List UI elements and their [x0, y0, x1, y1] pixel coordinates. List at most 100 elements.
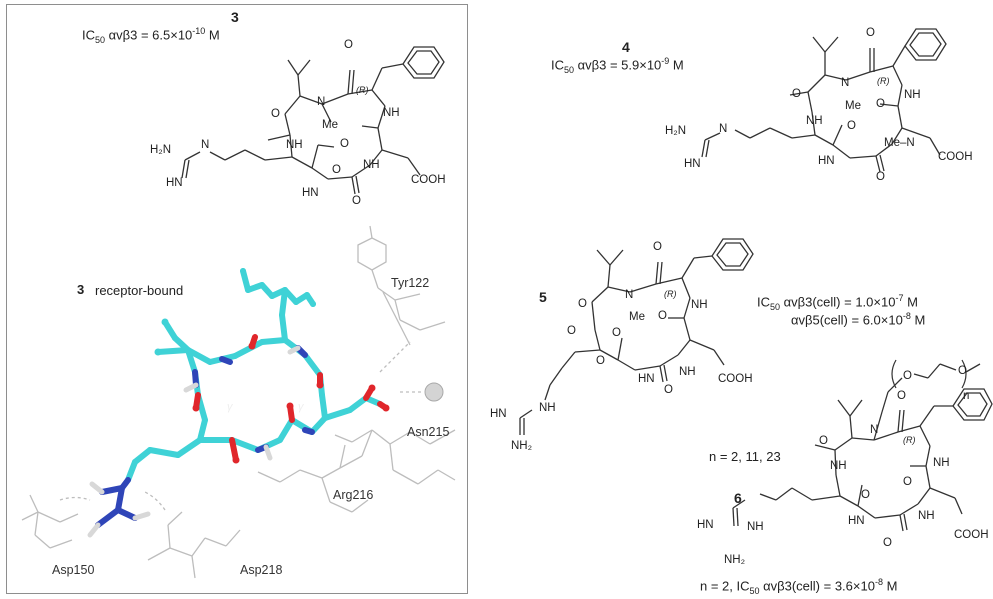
gamma-turn-left: γ — [227, 401, 233, 413]
c4-atom-nh-left: NH — [806, 115, 823, 127]
c5-guanidine-nh: NH — [539, 402, 556, 414]
c3-hn-lower: HN — [302, 187, 319, 199]
receptor-residues — [21, 225, 456, 579]
receptor-panel-frame — [6, 4, 468, 594]
compound-5-ic50-avb3: IC50 αvβ3(cell) = 1.0×10-7 M — [757, 293, 918, 312]
c5-atom-o-mid: O — [612, 327, 621, 339]
c3-atom-o-left: O — [271, 108, 280, 120]
c4-atom-nh-right: NH — [904, 89, 921, 101]
c3-atom-nh-right: NH — [383, 107, 400, 119]
c6-nh2: NH₂ — [724, 554, 746, 566]
c6-hn-guanidine: HN — [697, 519, 714, 531]
compound-4-number: 4 — [622, 39, 630, 55]
c4-h2n: H₂N — [665, 125, 687, 137]
c5-atom-o-center: O — [658, 310, 667, 322]
ligand-atom-balls — [154, 268, 390, 464]
c5-atom-n-methyl: N — [625, 289, 634, 301]
c5-atom-o-ester: O — [567, 325, 576, 337]
c3-hn: HN — [166, 177, 183, 189]
c4-atom-n-methyl: N — [841, 77, 850, 89]
c5-atom-me: Me — [629, 311, 645, 323]
compound-3-phenyl — [402, 46, 445, 79]
c4-atom-o-bottom: O — [876, 171, 885, 183]
c6-atom-nh-lower: NH — [918, 510, 935, 522]
compound-6-phenyl — [952, 388, 993, 421]
compound-6-number: 6 — [734, 490, 742, 506]
c6-peg-n: n — [963, 390, 970, 402]
compound-6-structure — [732, 363, 981, 532]
c6-peg-o2: O — [958, 365, 967, 377]
c3-atom-n-methyl: N — [317, 96, 326, 108]
c3-atom-o-top: O — [344, 39, 353, 51]
c4-hn-lower: HN — [818, 155, 835, 167]
c6-peg-o1: O — [903, 370, 912, 382]
compound-4-structure — [701, 36, 941, 173]
c4-guanidine-n: N — [719, 123, 728, 135]
metal-ion — [424, 382, 444, 402]
compound-4-ic50: IC50 αvβ3 = 5.9×10-9 M — [551, 56, 684, 75]
c6-cooh: COOH — [954, 529, 989, 541]
compound-6-peg-brackets — [891, 359, 967, 389]
compound-6-n-values: n = 2, 11, 23 — [709, 449, 781, 464]
receptor-bound-number: 3 — [77, 282, 85, 297]
residue-asn215: Asn215 — [407, 425, 450, 439]
c3-h2n: H₂N — [150, 144, 172, 156]
c5-atom-nh-lower: NH — [679, 366, 696, 378]
c6-atom-n: N — [870, 424, 879, 436]
c3-atom-o-bottom: O — [352, 195, 361, 207]
gamma-turn-right: γ — [298, 401, 304, 413]
c4-me-n: Me–N — [884, 137, 915, 149]
c5-atom-nh-right: NH — [691, 299, 708, 311]
compound-5-ic50-avb5: αvβ5(cell) = 6.0×10-8 M — [791, 311, 926, 328]
c3-atom-nh-left: NH — [286, 139, 303, 151]
c5-atom-o-left: O — [578, 298, 587, 310]
c4-cooh: COOH — [938, 151, 973, 163]
c3-guanidine-nh: N — [201, 139, 210, 151]
c4-atom-o-left: O — [792, 88, 801, 100]
c6-atom-nh-right: NH — [933, 457, 950, 469]
c4-atom-o-mid: O — [847, 120, 856, 132]
c4-atom-o-center: O — [876, 98, 885, 110]
c5-nh2: NH₂ — [511, 440, 533, 452]
c6-atom-o-bottom: O — [883, 537, 892, 549]
c5-cooh: COOH — [718, 373, 753, 385]
c4-hn: HN — [684, 158, 701, 170]
receptor-bound-caption: receptor-bound — [95, 283, 184, 298]
c3-atom-o-center: O — [340, 138, 349, 150]
compound-6-ic50: n = 2, IC50 αvβ3(cell) = 3.6×10-8 M — [700, 577, 898, 596]
ligand-sticks-hydrogen — [87, 345, 301, 538]
c3-stereo-r: (R) — [356, 85, 369, 95]
residue-asp218: Asp218 — [240, 563, 283, 577]
c6-atom-o-top: O — [897, 390, 906, 402]
residue-asp150: Asp150 — [52, 563, 95, 577]
c5-hn: HN — [638, 373, 655, 385]
c6-stereo-r: (R) — [903, 435, 916, 445]
ligand-sticks-nitrogen — [95, 345, 315, 528]
compound-3-structure — [181, 59, 421, 195]
c5-atom-o-lower: O — [596, 355, 605, 367]
c6-atom-o-mid: O — [861, 489, 870, 501]
c4-atom-o-top: O — [866, 27, 875, 39]
c6-atom-nh-left: NH — [830, 460, 847, 472]
c4-stereo-r: (R) — [877, 76, 890, 86]
compound-5-phenyl — [711, 238, 754, 271]
c3-atom-o-mid: O — [332, 164, 341, 176]
compound-5-structure — [519, 249, 725, 435]
c5-atom-o-top: O — [653, 241, 662, 253]
residue-tyr122: Tyr122 — [391, 276, 430, 290]
c4-atom-me: Me — [845, 100, 861, 112]
c6-atom-o-left: O — [819, 435, 828, 447]
ligand-sticks-carbon — [125, 268, 383, 483]
c3-atom-me: Me — [322, 119, 338, 131]
compound-3-ic50: IC50 αvβ3 = 6.5×10-10 M — [82, 26, 220, 45]
compound-3-number: 3 — [231, 9, 239, 25]
compound-5-number: 5 — [539, 289, 547, 305]
c3-atom-nh-lower: NH — [363, 159, 380, 171]
c3-cooh: COOH — [411, 174, 446, 186]
c6-guanidine-nh: NH — [747, 521, 764, 533]
c6-atom-o-center: O — [903, 476, 912, 488]
c5-atom-o-bottom: O — [664, 384, 673, 396]
c5-stereo-r: (R) — [664, 289, 677, 299]
c6-hn: HN — [848, 515, 865, 527]
